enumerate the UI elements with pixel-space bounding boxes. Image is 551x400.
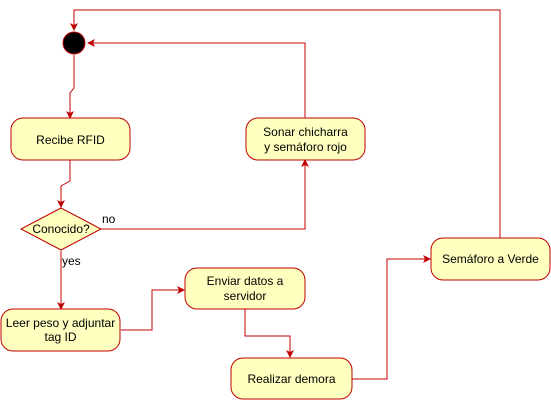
initial-state (62, 31, 86, 55)
activity-leer-peso-line-2: tag ID (44, 330, 76, 344)
activity-realizar-demora-label: Realizar demora (247, 372, 335, 386)
edge-start-to-recibe (66, 55, 75, 119)
decision-conocido: Conocido? (19, 207, 103, 251)
activity-enviar-line-1: Enviar datos a (207, 274, 284, 288)
activity-sonar-chicharra: Sonar chicharra y semáforo rojo (245, 117, 366, 161)
activity-recibe-rfid: Recibe RFID (10, 117, 131, 161)
activity-sonar-line-1: Sonar chicharra (263, 125, 348, 139)
edge-enviar-to-demora (244, 309, 294, 358)
edge-no-to-sonar (101, 159, 309, 230)
edge-verde-to-start (70, 9, 501, 238)
edge-label-no: no (102, 212, 116, 226)
edge-sonar-to-start (87, 39, 306, 118)
edge-label-yes: yes (62, 254, 81, 268)
activity-leer-peso-line-1: Leer peso y adjuntar (6, 316, 115, 330)
edge-leer-to-enviar (121, 286, 185, 331)
activity-enviar-datos: Enviar datos a servidor (184, 267, 306, 310)
activity-sonar-line-2: y semáforo rojo (264, 140, 347, 154)
activity-semaforo-verde-label: Semáforo a Verde (442, 252, 539, 266)
activity-leer-peso: Leer peso y adjuntar tag ID (0, 308, 121, 352)
decision-conocido-label: Conocido? (32, 222, 90, 236)
edge-demora-to-verde (352, 255, 431, 380)
activity-realizar-demora: Realizar demora (230, 357, 353, 400)
edge-recibe-to-conocido (57, 160, 71, 208)
activity-semaforo-verde: Semáforo a Verde (430, 237, 551, 281)
activity-recibe-rfid-label: Recibe RFID (36, 133, 105, 147)
activity-enviar-line-2: servidor (224, 289, 267, 303)
